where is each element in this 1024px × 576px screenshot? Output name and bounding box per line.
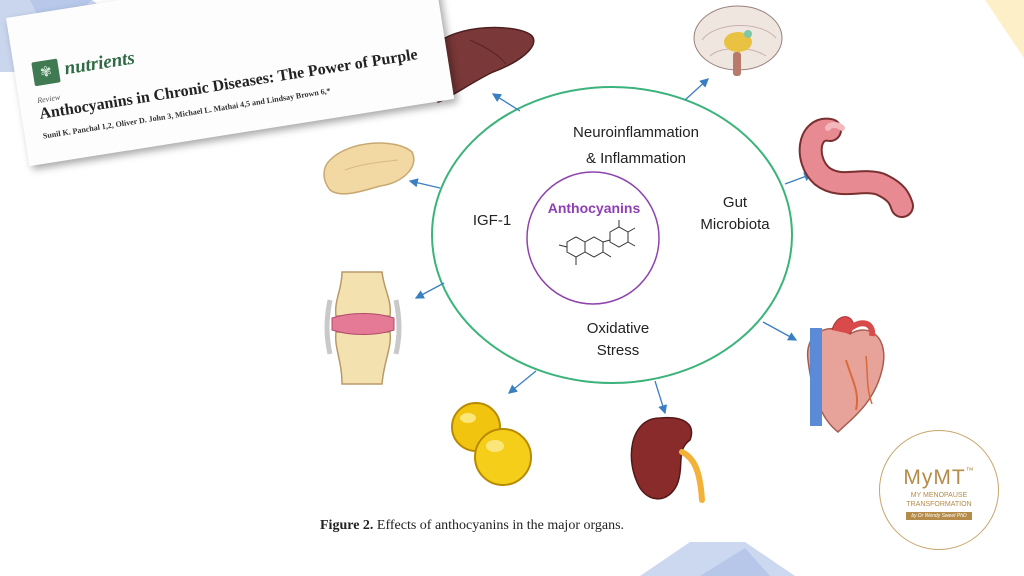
- igf-label: IGF-1: [472, 212, 512, 229]
- fat-cells-icon: [451, 402, 532, 486]
- anthocyanin-molecule: [558, 220, 636, 265]
- intestine-icon: [798, 117, 914, 218]
- joint-icon: [324, 271, 402, 385]
- figure-caption: Figure 2. Effects of anthocyanins in the…: [320, 518, 624, 534]
- brand-author: by Dr Wendy Sweet PhD: [906, 512, 972, 521]
- pancreas-icon: [323, 142, 415, 195]
- kidney-icon: [630, 416, 705, 503]
- anthocyanins-ring: [526, 171, 660, 305]
- brain-icon: [693, 5, 783, 76]
- journal-logo-icon: ✾: [31, 58, 61, 87]
- neuroinflammation-label: Neuroinflammation & Inflammation: [573, 124, 699, 168]
- effect-arrows: [408, 78, 814, 415]
- gut-microbiota-label: Gut Microbiota: [700, 194, 770, 233]
- anthocyanins-label: Anthocyanins: [547, 200, 641, 216]
- effects-ring: [431, 86, 793, 384]
- brand-name: MyMT™: [903, 465, 975, 489]
- figure-text: Effects of anthocyanins in the major org…: [373, 518, 625, 533]
- oxidative-stress-label: Oxidative Stress: [586, 320, 650, 359]
- figure-label: Figure 2.: [320, 518, 374, 533]
- heart-icon: [806, 316, 885, 433]
- brand-tagline: MY MENOPAUSE TRANSFORMATION: [906, 491, 972, 508]
- journal-logo: ✾ nutrients: [31, 47, 136, 87]
- journal-name: nutrients: [63, 47, 137, 80]
- mymt-brand-badge: MyMT™ MY MENOPAUSE TRANSFORMATION by Dr …: [879, 430, 999, 550]
